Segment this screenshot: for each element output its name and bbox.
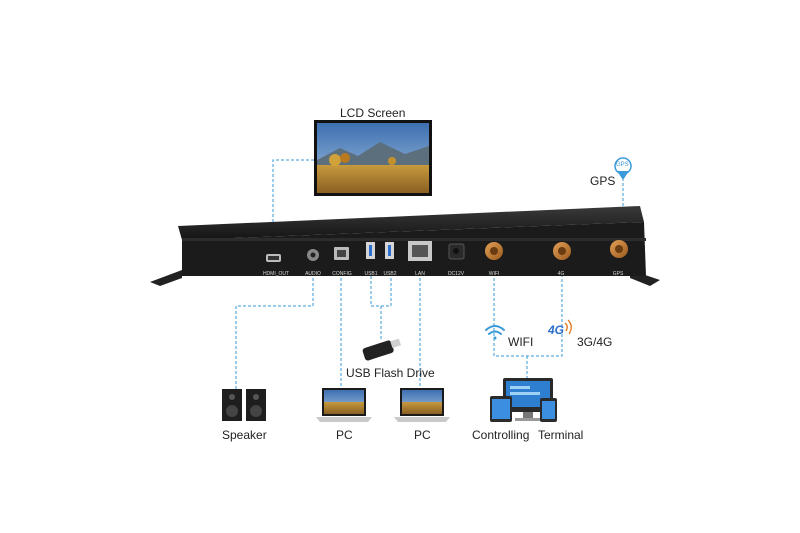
- port-label-usb2: USB2: [383, 271, 397, 277]
- lcd-screen: [314, 120, 432, 196]
- laptop-icon-2: [394, 388, 450, 422]
- usb-flash-drive-label: USB Flash Drive: [346, 366, 435, 380]
- cellular-icon: [564, 319, 572, 335]
- 4g-badge-text: 4G: [548, 323, 565, 337]
- pc-label-1: PC: [336, 428, 353, 442]
- wifi-icon: [485, 325, 505, 340]
- gps-label: GPS: [590, 174, 616, 188]
- gps-badge-text: GPS: [616, 162, 629, 168]
- port-label-config: CONFIG: [332, 271, 352, 277]
- wifi-line: [493, 258, 563, 357]
- lcd-screen-label: LCD Screen: [340, 106, 406, 120]
- port-label-dc12v: DC12V: [447, 271, 465, 277]
- controlling-label: Controlling: [472, 428, 530, 442]
- terminal-devices-icon: [490, 378, 557, 422]
- port-label-audio: AUDIO: [305, 271, 321, 277]
- port-label-lan: LAN: [415, 271, 425, 277]
- wifi-antenna-port: [485, 242, 503, 260]
- pc-label-2: PC: [414, 428, 431, 442]
- port-label-hdmi: HDMI_OUT: [262, 271, 290, 277]
- usb-line: [370, 256, 392, 340]
- connector-lines: [235, 159, 624, 390]
- usb-flash-drive: [362, 338, 401, 361]
- speaker-label: Speaker: [222, 428, 267, 442]
- port-label-4g: 4G: [557, 271, 565, 277]
- port-label-gps: GPS: [612, 271, 624, 277]
- laptop-icon-1: [316, 388, 372, 422]
- wifi-label: WIFI: [508, 335, 534, 349]
- speaker-icon: [222, 389, 266, 421]
- gps-pin-icon: [614, 157, 632, 180]
- port-label-wifi: WIFI: [488, 271, 500, 277]
- cellular-label: 3G/4G: [577, 335, 613, 349]
- media-player-box: [150, 206, 660, 286]
- hdmi-line: [272, 159, 314, 252]
- speaker-line: [235, 258, 314, 390]
- gps-antenna-port: [610, 240, 628, 258]
- port-label-usb1: USB1: [364, 271, 378, 277]
- terminal-label: Terminal: [538, 428, 584, 442]
- 4g-antenna-port: [553, 242, 571, 260]
